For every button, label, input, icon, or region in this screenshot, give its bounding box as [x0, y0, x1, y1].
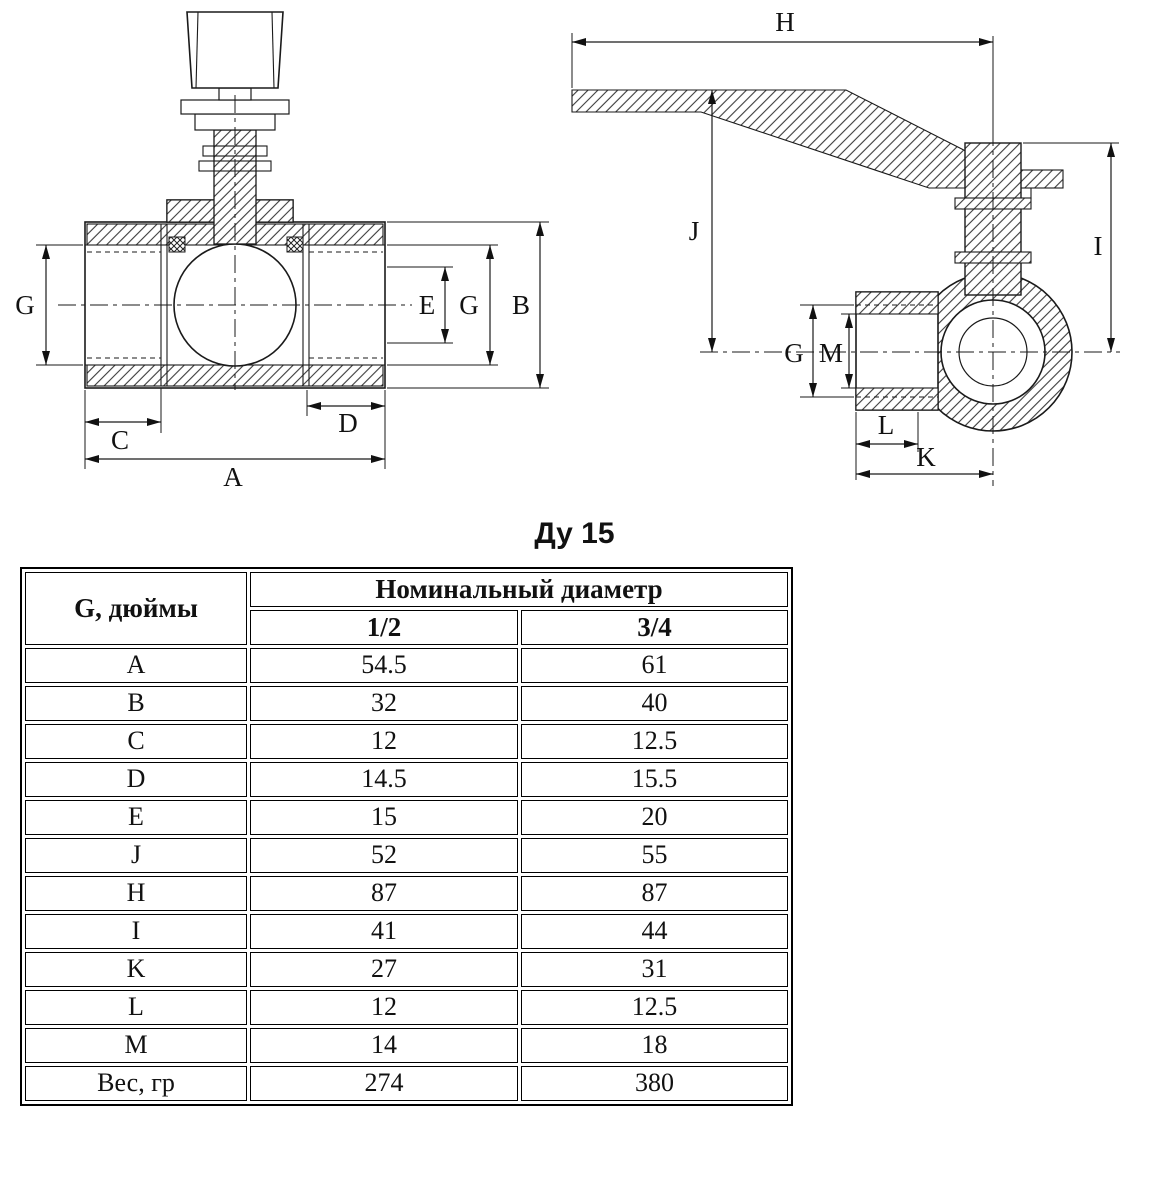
drawing-title: Ду 15 — [534, 517, 615, 550]
table-row: H 87 87 — [25, 876, 789, 911]
row-label: Вес, гр — [25, 1066, 247, 1101]
table-row: L 12 12.5 — [25, 990, 789, 1025]
dim-label-l: L — [878, 410, 895, 440]
valve-technical-drawing: G E G B C D A — [15, 7, 1120, 492]
dim-label-h: H — [775, 7, 795, 37]
table-row: C 12 12.5 — [25, 724, 789, 759]
dim-label-a: A — [223, 462, 243, 492]
row-label: H — [25, 876, 247, 911]
table-row: M 14 18 — [25, 1028, 789, 1063]
row-label: A — [25, 648, 247, 683]
row-label: B — [25, 686, 247, 721]
value-1-2: 15 — [250, 800, 518, 835]
dim-label-j: J — [689, 216, 700, 246]
value-3-4: 40 — [521, 686, 789, 721]
dim-label-d: D — [338, 408, 358, 438]
value-1-2: 14.5 — [250, 762, 518, 797]
dim-label-g-side: G — [784, 338, 804, 368]
dim-label-k: K — [916, 442, 936, 472]
dim-label-c: C — [111, 425, 129, 455]
value-1-2: 14 — [250, 1028, 518, 1063]
value-1-2: 87 — [250, 876, 518, 911]
value-1-2: 52 — [250, 838, 518, 873]
header-size-3-4: 3/4 — [521, 610, 789, 645]
dim-label-g-left: G — [15, 290, 35, 320]
value-1-2: 274 — [250, 1066, 518, 1101]
seat-right — [286, 236, 304, 253]
table-row: B 32 40 — [25, 686, 789, 721]
value-3-4: 44 — [521, 914, 789, 949]
header-g-inches: G, дюймы — [25, 572, 247, 645]
lever-handle — [571, 89, 1002, 189]
side-view: H J I G M L K — [571, 7, 1120, 486]
row-label: K — [25, 952, 247, 987]
table-row: E 15 20 — [25, 800, 789, 835]
dimensions-table: G, дюймы Номинальный диаметр 1/2 3/4 A 5… — [20, 567, 794, 1106]
table-row: J 52 55 — [25, 838, 789, 873]
value-1-2: 12 — [250, 990, 518, 1025]
row-label: D — [25, 762, 247, 797]
value-3-4: 18 — [521, 1028, 789, 1063]
table-row: I 41 44 — [25, 914, 789, 949]
stem — [213, 129, 257, 245]
dim-label-m: M — [819, 338, 843, 368]
value-1-2: 12 — [250, 724, 518, 759]
value-1-2: 41 — [250, 914, 518, 949]
row-label: M — [25, 1028, 247, 1063]
table-row: K 27 31 — [25, 952, 789, 987]
dim-label-b: B — [512, 290, 530, 320]
row-label: E — [25, 800, 247, 835]
row-label: L — [25, 990, 247, 1025]
dim-label-i: I — [1094, 231, 1103, 261]
front-view: G E G B C D A — [15, 11, 549, 492]
row-label: J — [25, 838, 247, 873]
row-label: I — [25, 914, 247, 949]
row-label: C — [25, 724, 247, 759]
value-3-4: 31 — [521, 952, 789, 987]
value-3-4: 380 — [521, 1066, 789, 1101]
table-row: A 54.5 61 — [25, 648, 789, 683]
value-3-4: 61 — [521, 648, 789, 683]
value-1-2: 32 — [250, 686, 518, 721]
value-3-4: 12.5 — [521, 724, 789, 759]
table-row: D 14.5 15.5 — [25, 762, 789, 797]
dim-label-g-right: G — [459, 290, 479, 320]
value-1-2: 27 — [250, 952, 518, 987]
table-row: Вес, гр 274 380 — [25, 1066, 789, 1101]
value-3-4: 87 — [521, 876, 789, 911]
handle-knob — [186, 11, 284, 89]
header-nominal-diameter: Номинальный диаметр — [250, 572, 789, 607]
value-1-2: 54.5 — [250, 648, 518, 683]
value-3-4: 12.5 — [521, 990, 789, 1025]
seat-left — [168, 236, 186, 253]
header-size-1-2: 1/2 — [250, 610, 518, 645]
dim-label-e: E — [419, 290, 436, 320]
value-3-4: 55 — [521, 838, 789, 873]
value-3-4: 15.5 — [521, 762, 789, 797]
value-3-4: 20 — [521, 800, 789, 835]
